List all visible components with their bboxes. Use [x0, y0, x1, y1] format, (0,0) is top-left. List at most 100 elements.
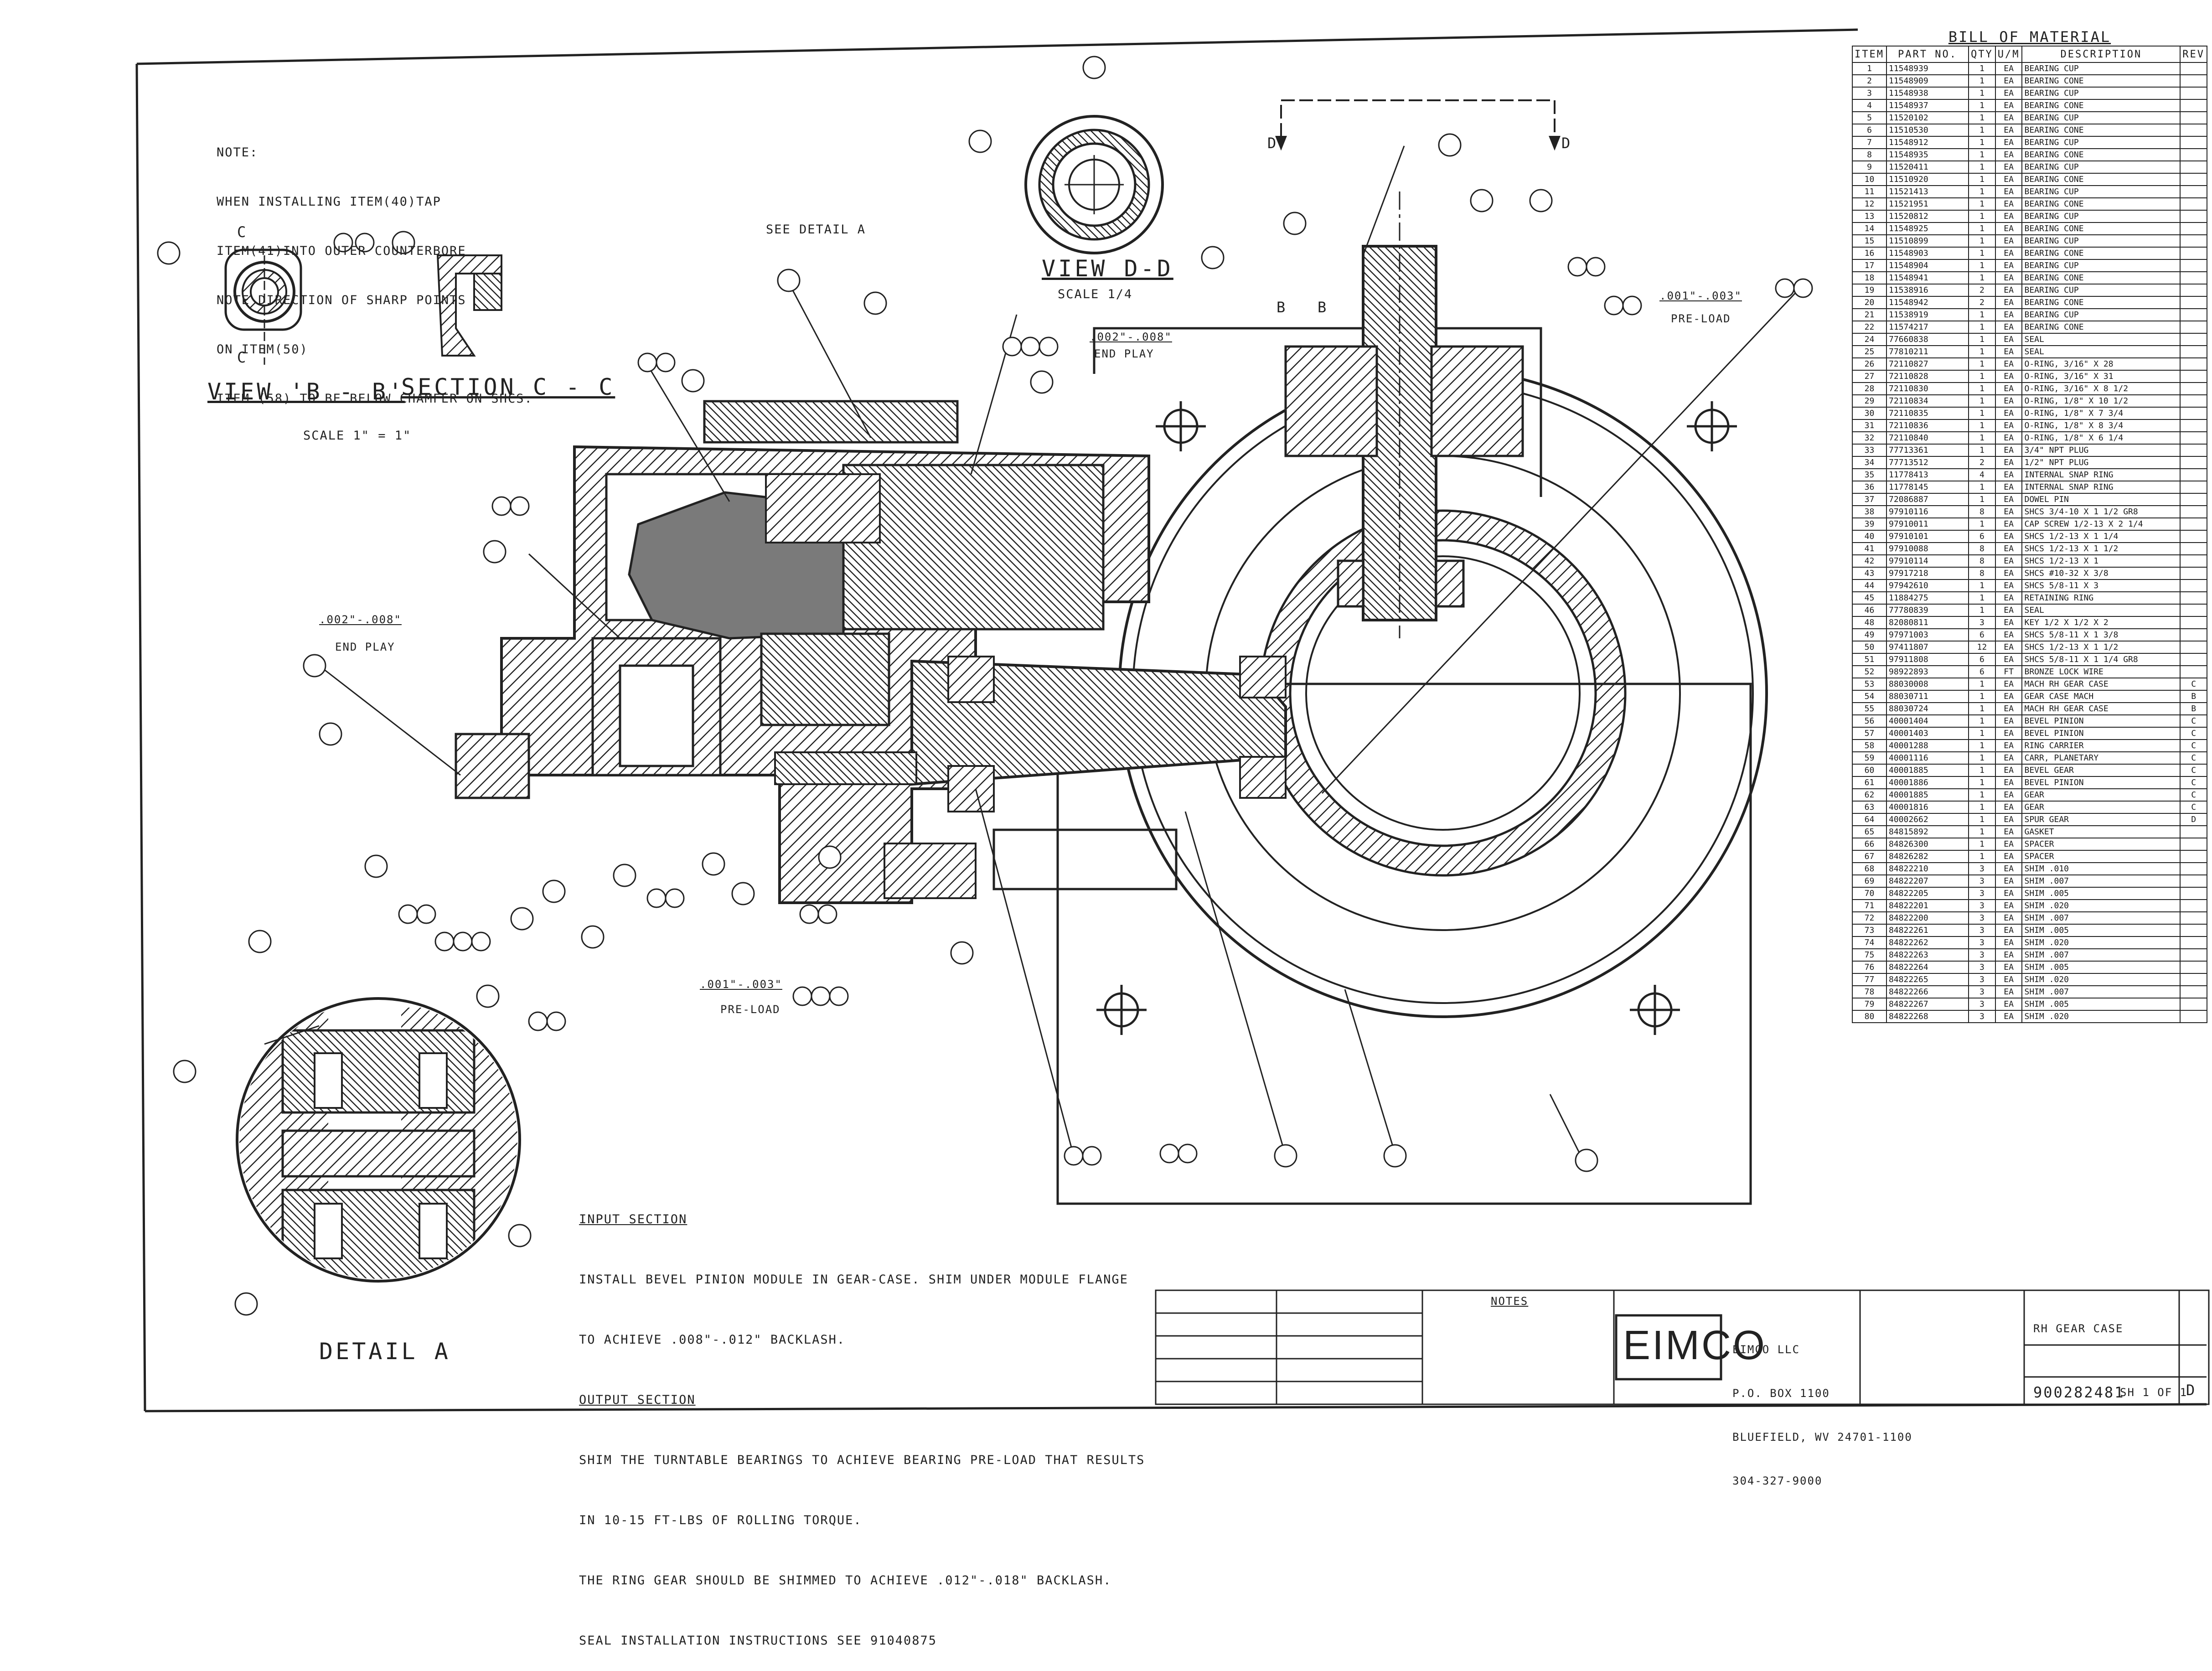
- bom-um: EA: [1995, 234, 2023, 248]
- bom-item: 46: [1852, 604, 1887, 617]
- bom-item: 53: [1852, 678, 1887, 691]
- preload-1-label: PRE-LOAD: [1671, 312, 1731, 325]
- bom-description: O-RING, 3/16" X 31: [2021, 370, 2181, 383]
- bom-rev: C: [2180, 788, 2207, 802]
- bom-description: DOWEL PIN: [2021, 493, 2181, 506]
- phone: 304-327-9000: [1732, 1474, 1823, 1487]
- bom-rev: C: [2180, 678, 2207, 691]
- bom-part-no: 72110836: [1886, 419, 1969, 432]
- bom-part-no: 11548937: [1886, 99, 1969, 112]
- bom-rev: [2180, 444, 2207, 457]
- bom-part-no: 11538919: [1886, 308, 1969, 321]
- bom-item: 13: [1852, 210, 1887, 223]
- bom-item: 35: [1852, 468, 1887, 481]
- bom-qty: 1: [1968, 481, 1996, 494]
- bom-rev: [2180, 936, 2207, 949]
- bom-rev: [2180, 825, 2207, 838]
- bom-rev: [2180, 124, 2207, 137]
- bom-description: SHIM .005: [2021, 887, 2181, 900]
- scale-label: SCALE 1" = 1": [303, 429, 412, 443]
- bom-um: EA: [1995, 124, 2023, 137]
- bom-rev: [2180, 911, 2207, 925]
- bom-rev: [2180, 382, 2207, 395]
- bom-description: BEVEL PINION: [2021, 727, 2181, 740]
- bom-rev: [2180, 234, 2207, 248]
- bom-header-row: ITEM PART NO. QTY U/M DESCRIPTION REV: [1852, 46, 2207, 63]
- bom-col-rev: REV: [2180, 46, 2207, 63]
- end-play-1-label: END PLAY: [335, 641, 395, 653]
- bom-item: 38: [1852, 505, 1887, 518]
- bom-qty: 2: [1968, 456, 1996, 469]
- bom-description: BEARING CUP: [2021, 62, 2181, 75]
- bom-part-no: 11520411: [1886, 160, 1969, 174]
- bom-um: EA: [1995, 456, 2023, 469]
- bom-item: 2: [1852, 74, 1887, 88]
- bom-item: 63: [1852, 801, 1887, 814]
- bom-description: BEARING CONE: [2021, 271, 2181, 285]
- bom-item: 77: [1852, 973, 1887, 986]
- bom-item: 20: [1852, 296, 1887, 309]
- bom-part-no: 11548903: [1886, 247, 1969, 260]
- bom-um: EA: [1995, 936, 2023, 949]
- bom-rev: [2180, 924, 2207, 937]
- bom-um: EA: [1995, 247, 2023, 260]
- bom-description: SHIM .007: [2021, 948, 2181, 962]
- bom-um: EA: [1995, 407, 2023, 420]
- drawing-sheet: NOTE: WHEN INSTALLING ITEM(40)TAP ITEM(4…: [135, 28, 2210, 1648]
- bom-qty: 1: [1968, 825, 1996, 838]
- top-note-line: WHEN INSTALLING ITEM(40)TAP: [217, 195, 441, 209]
- bom-part-no: 11538916: [1886, 284, 1969, 297]
- address-line-1: P.O. BOX 1100: [1732, 1387, 1830, 1400]
- section-d-marker: D: [1267, 135, 1278, 152]
- bom-qty: 1: [1968, 751, 1996, 765]
- bom-part-no: 11548935: [1886, 148, 1969, 161]
- bom-description: BEARING CONE: [2021, 124, 2181, 137]
- bom-qty: 1: [1968, 850, 1996, 863]
- bom-part-no: 11548909: [1886, 74, 1969, 88]
- bom-um: EA: [1995, 444, 2023, 457]
- bom-um: EA: [1995, 271, 2023, 285]
- bom-um: EA: [1995, 481, 2023, 494]
- bom-part-no: 97942610: [1886, 579, 1969, 592]
- bom-description: SHIM .007: [2021, 911, 2181, 925]
- bom-um: EA: [1995, 727, 2023, 740]
- bom-item: 22: [1852, 321, 1887, 334]
- bom-rev: [2180, 493, 2207, 506]
- bom-rev: [2180, 87, 2207, 100]
- bom-rev: [2180, 628, 2207, 641]
- bom-um: EA: [1995, 628, 2023, 641]
- bom-rev: [2180, 579, 2207, 592]
- bom-part-no: 40001288: [1886, 739, 1969, 752]
- bom-description: RETAINING RING: [2021, 591, 2181, 605]
- bom-part-no: 84822265: [1886, 973, 1969, 986]
- bom-item: 80: [1852, 1010, 1887, 1023]
- bom-qty: 1: [1968, 247, 1996, 260]
- bom-description: MACH RH GEAR CASE: [2021, 702, 2181, 715]
- bom-rev: [2180, 259, 2207, 272]
- bom-rev: [2180, 370, 2207, 383]
- bom-part-no: 84822200: [1886, 911, 1969, 925]
- bom-part-no: 97910114: [1886, 554, 1969, 568]
- bom-um: EA: [1995, 887, 2023, 900]
- bom-um: EA: [1995, 431, 2023, 445]
- bom-description: SEAL: [2021, 345, 2181, 358]
- bom-description: O-RING, 1/8" X 6 1/4: [2021, 431, 2181, 445]
- bom-item: 74: [1852, 936, 1887, 949]
- bom-qty: 1: [1968, 764, 1996, 777]
- bom-item: 25: [1852, 345, 1887, 358]
- bom-qty: 1: [1968, 210, 1996, 223]
- bom-rev: [2180, 530, 2207, 543]
- bom-part-no: 11548938: [1886, 87, 1969, 100]
- bom-description: INTERNAL SNAP RING: [2021, 481, 2181, 494]
